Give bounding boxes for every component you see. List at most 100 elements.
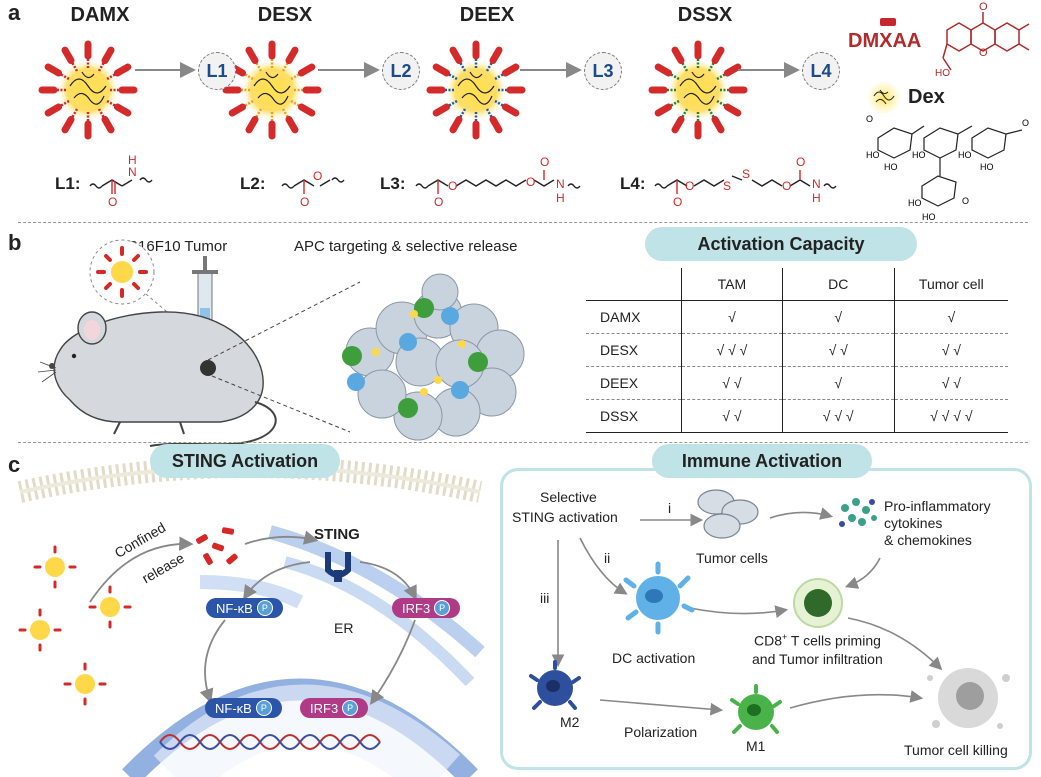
svg-text:O: O [866, 114, 873, 124]
phospho-icon: P [256, 600, 273, 616]
tumor-killing-label: Tumor cell killing [904, 742, 1008, 758]
svg-text:O: O [979, 1, 988, 13]
dmxaa-label: DMXAA [848, 30, 922, 52]
roman-ii-label: ii [604, 550, 611, 566]
nfkb-label: NF-κB [215, 700, 252, 716]
table-cell: √ √ [782, 333, 895, 367]
table-row-name: DSSX [586, 399, 683, 433]
tumor-cells-label: Tumor cells [696, 550, 768, 566]
table-cell: √ [947, 309, 956, 325]
selective-label-line1: Selective [540, 489, 597, 505]
svg-text:H: H [812, 191, 821, 205]
svg-text:S: S [742, 167, 750, 181]
svg-text:HO: HO [912, 150, 926, 160]
svg-text:O: O [300, 195, 309, 209]
svg-text:O: O [962, 196, 969, 206]
svg-text:O: O [448, 179, 457, 193]
dex-label: Dex [908, 86, 945, 108]
linker-structures: O N H O O O O O O N H O O S S O O N H [89, 153, 837, 209]
svg-text:O: O [979, 47, 988, 59]
linker-code-l3: L3: [380, 174, 406, 193]
divider-a-b [18, 222, 1028, 223]
selective-label-line2: STING activation [512, 509, 618, 525]
svg-text:O: O [526, 175, 535, 189]
nanoparticle-row [38, 40, 800, 140]
svg-text:HO: HO [884, 162, 898, 172]
np-title-damx: DAMX [70, 4, 130, 26]
table-cell: √ √ [681, 399, 783, 433]
irf3-label: IRF3 [310, 700, 339, 716]
svg-text:O: O [796, 155, 805, 169]
activation-capacity-title: Activation Capacity [645, 227, 917, 261]
nanoparticle-dssx [648, 40, 748, 140]
nanoparticle-deex [426, 40, 526, 140]
er-label: ER [334, 620, 354, 636]
table-cell: √ [782, 300, 895, 334]
linker-circle-l3: L3 [584, 52, 622, 90]
table-cell: √ √ [941, 342, 961, 358]
targeting-label: APC targeting & selective release [294, 238, 518, 255]
linker-circle-l2: L2 [382, 52, 420, 90]
roman-i-label: i [668, 500, 672, 516]
svg-text:O: O [782, 179, 791, 193]
table-cell: √ √ √ √ [930, 408, 973, 424]
table-cell: √ √ [941, 375, 961, 391]
dmxaa-legend-swatch [880, 18, 896, 26]
m2-label: M2 [560, 714, 580, 730]
svg-text:HO: HO [922, 212, 936, 222]
svg-text:O: O [685, 179, 694, 193]
cytokines-label-line1: Pro-inflammatory [884, 498, 991, 514]
table-row-name: DESX [586, 333, 683, 367]
svg-text:O: O [673, 195, 682, 209]
np-title-dssx: DSSX [677, 4, 733, 26]
linker-code-l1: L1: [55, 174, 81, 193]
table-row-name: DAMX [586, 300, 683, 334]
svg-text:HO: HO [958, 150, 972, 160]
cytokines-label-line2: cytokines [884, 515, 943, 531]
table-header-dc: DC [782, 268, 895, 301]
linker-circle-l1: L1 [198, 52, 236, 90]
sting-label: STING [314, 526, 360, 543]
table-cell: √ √ √ [782, 399, 895, 433]
dex-legend-icon [868, 82, 900, 114]
svg-text:N: N [812, 177, 821, 191]
immune-activation-title: Immune Activation [652, 444, 872, 478]
dmxaa-structure: O O HO [935, 1, 1030, 79]
panel-letter-c: c [8, 452, 21, 477]
nanoparticle-damx [38, 40, 138, 140]
dextran-structure: O HO HO HO HO HO HO HO O O [866, 114, 1029, 222]
svg-text:N: N [128, 165, 137, 179]
table-header-empty [586, 268, 683, 301]
phospho-icon: P [434, 600, 451, 616]
divider-b-c [18, 442, 1028, 443]
phospho-icon: P [342, 700, 359, 716]
table-cell: √ [681, 300, 783, 334]
svg-text:O: O [108, 195, 117, 209]
m1-label: M1 [746, 738, 766, 754]
table-cell: √ √ [681, 366, 783, 400]
svg-text:HO: HO [866, 150, 880, 160]
activation-capacity-table: TAM DC Tumor cell DAMX √ √ √ DESX √ √ √ … [586, 268, 1008, 433]
svg-text:H: H [556, 191, 565, 205]
svg-text:O: O [540, 155, 549, 169]
linker-code-l4: L4: [620, 174, 646, 193]
svg-text:H: H [128, 153, 137, 167]
np-title-deex: DEEX [459, 4, 515, 26]
cytokines-label-line3: & chemokines [884, 532, 972, 548]
svg-text:O: O [313, 169, 322, 183]
panel-letter-a: a [8, 0, 21, 25]
table-header-tumor-cell: Tumor cell [918, 276, 984, 292]
linker-circle-l4: L4 [802, 52, 840, 90]
svg-text:HO: HO [935, 68, 950, 79]
roman-iii-label: iii [540, 590, 550, 606]
tumor-label: B16F10 Tumor [128, 238, 228, 255]
table-cell: √ √ √ [681, 333, 783, 367]
cd8-label-line2: and Tumor infiltration [752, 651, 883, 667]
svg-text:HO: HO [980, 162, 994, 172]
svg-text:O: O [434, 195, 443, 209]
svg-text:S: S [723, 179, 731, 193]
